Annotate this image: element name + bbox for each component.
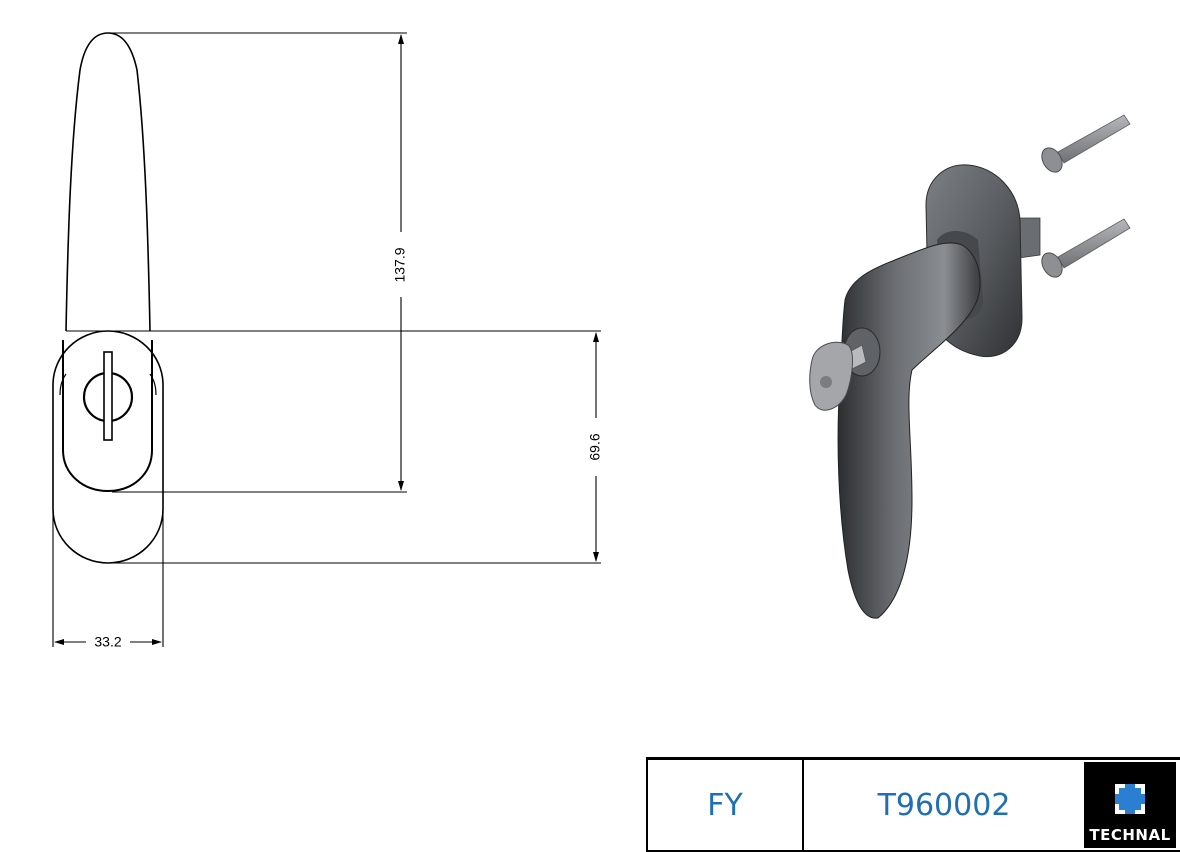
brand-name: TECHNAL: [1089, 826, 1171, 844]
dimension-height-total: 137.9: [392, 247, 408, 282]
handle-front-view: [52, 32, 164, 564]
key: [809, 341, 867, 411]
lever-3d: [837, 242, 981, 619]
dimension-width: 33.2: [94, 634, 121, 650]
finish-code: FY: [648, 760, 804, 850]
key-slot: [103, 351, 113, 441]
dimension-height-lower: 69.6: [587, 433, 603, 460]
boss-outline: [62, 340, 153, 493]
screw-upper: [1041, 114, 1131, 173]
screw-lower: [1041, 218, 1131, 278]
title-block: FY T960002 TECHNAL: [646, 757, 1180, 852]
dimension-lines: [52, 32, 601, 647]
lever-outline: [65, 32, 151, 332]
part-reference: T960002: [877, 787, 1011, 823]
spindle: [1017, 217, 1041, 259]
technal-logo-icon: [1115, 784, 1145, 814]
brand-logo: TECHNAL: [1084, 762, 1176, 848]
handle-3d-render: [809, 114, 1131, 619]
